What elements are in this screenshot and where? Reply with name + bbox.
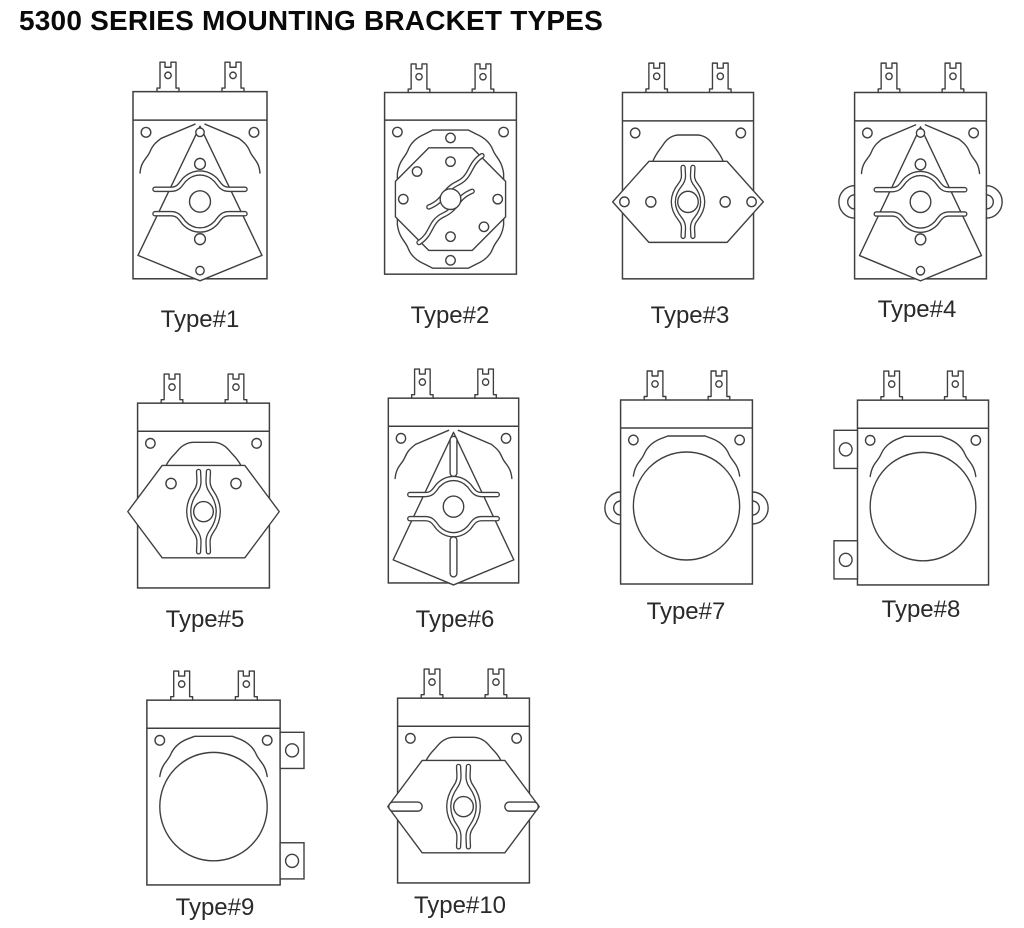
bracket-drawing-type-8 [833, 370, 990, 586]
figure-label-type-10: Type#10 [413, 892, 507, 919]
figure-label-type-9: Type#9 [175, 894, 255, 921]
figure-type-4 [830, 54, 1011, 292]
bracket-drawing-type-3 [611, 62, 765, 280]
bracket-drawing-type-6 [387, 368, 520, 586]
figure-type-8 [833, 362, 1013, 598]
figure-type-1 [108, 53, 292, 292]
figure-label-type-4: Type#4 [877, 296, 957, 323]
figure-type-9 [122, 662, 305, 898]
figure-label-type-3: Type#3 [650, 302, 730, 329]
figure-label-type-5: Type#5 [165, 606, 245, 633]
figure-label-type-8: Type#8 [881, 596, 961, 623]
bracket-drawing-type-1 [132, 61, 268, 282]
figure-type-6 [364, 360, 543, 596]
figure-type-10 [373, 660, 554, 896]
bracket-drawing-type-7 [604, 370, 769, 585]
page-title: 5300 SERIES MOUNTING BRACKET TYPES [19, 5, 604, 36]
bracket-drawing-type-9 [146, 670, 305, 886]
figure-label-type-7: Type#7 [646, 598, 726, 625]
bracket-drawing-type-5 [127, 373, 280, 589]
figure-type-3 [598, 54, 778, 292]
figure-label-type-2: Type#2 [410, 302, 490, 329]
figure-type-2 [360, 55, 541, 287]
figure-label-type-6: Type#6 [415, 606, 495, 633]
bracket-drawing-type-4 [838, 62, 1003, 282]
figure-type-7 [596, 362, 777, 597]
bracket-drawing-type-2 [383, 63, 518, 275]
bracket-drawing-type-10 [387, 668, 540, 884]
figure-label-type-1: Type#1 [160, 306, 240, 333]
figure-type-5 [113, 365, 294, 601]
